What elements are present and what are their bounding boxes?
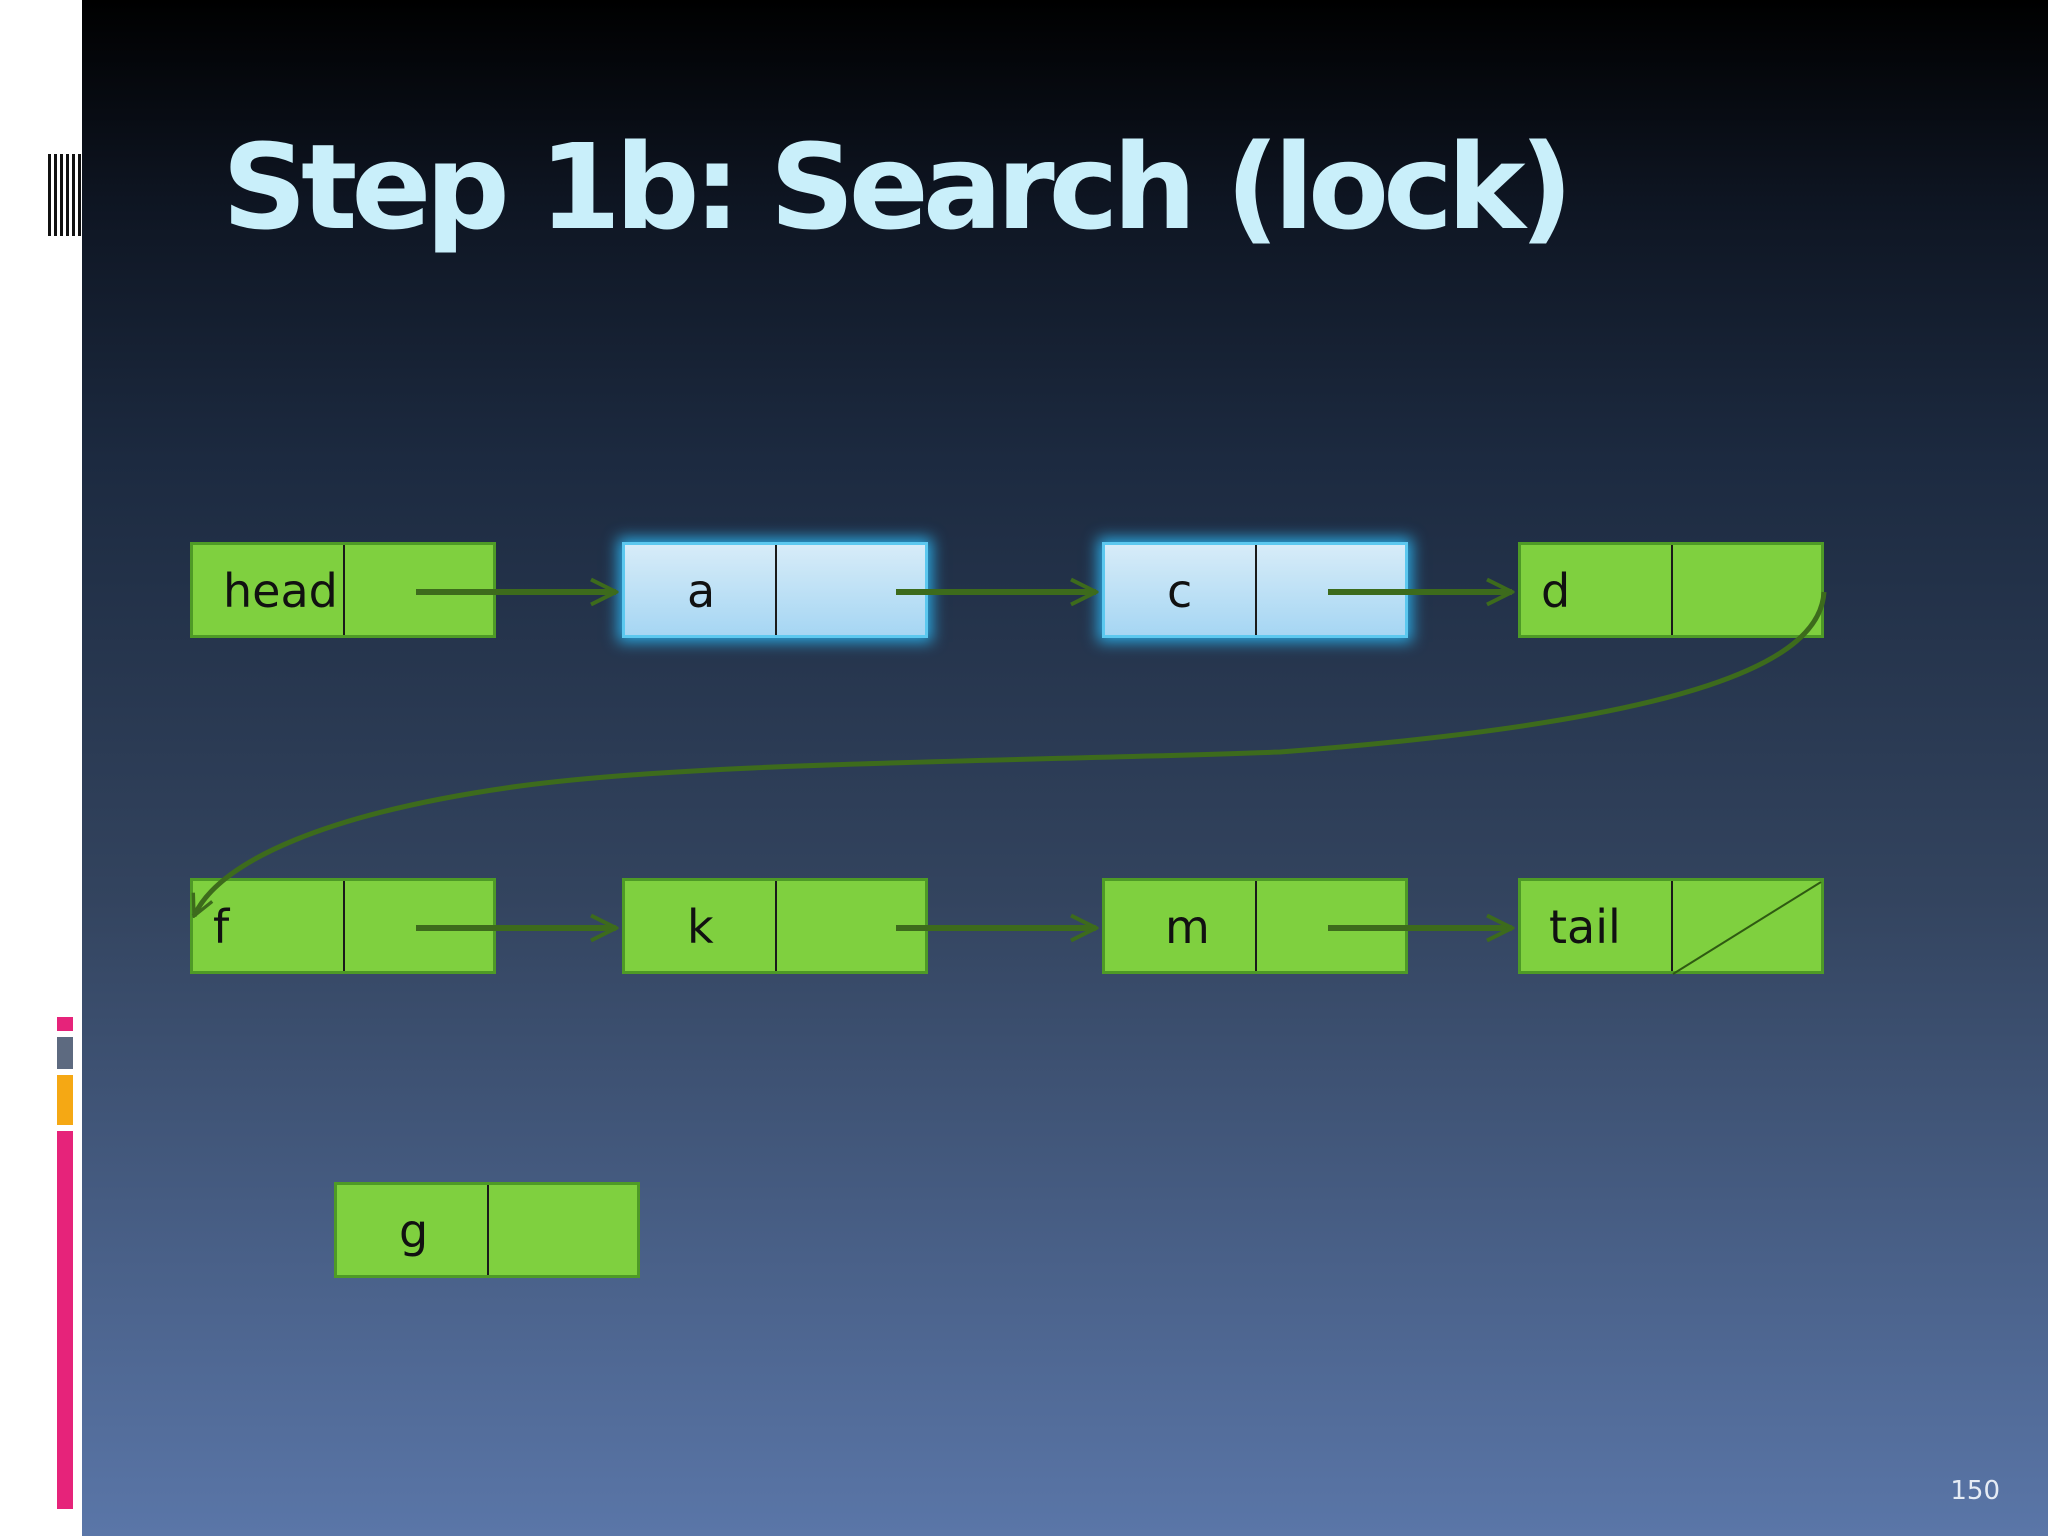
node-divider xyxy=(343,881,345,971)
node-divider xyxy=(775,545,777,635)
node-k: k xyxy=(622,878,928,974)
node-divider xyxy=(343,545,345,635)
node-divider xyxy=(1255,881,1257,971)
node-divider xyxy=(1255,545,1257,635)
page-number: 150 xyxy=(1950,1476,2000,1506)
node-label-m: m xyxy=(1165,900,1210,954)
side-bar-pink xyxy=(57,1131,73,1509)
side-bar-pink-top xyxy=(57,1017,73,1031)
side-bar-orange xyxy=(57,1075,73,1125)
node-label-head: head xyxy=(223,564,338,618)
node-label-c: c xyxy=(1167,564,1193,618)
node-divider xyxy=(487,1185,489,1275)
node-head: head xyxy=(190,542,496,638)
node-label-tail: tail xyxy=(1549,900,1621,954)
node-label-d: d xyxy=(1541,564,1571,618)
barcode-decoration xyxy=(48,154,82,236)
slide-title: Step 1b: Search (lock) xyxy=(222,118,1573,256)
node-divider xyxy=(1671,881,1673,971)
node-label-k: k xyxy=(687,900,714,954)
side-bar-grey xyxy=(57,1037,73,1069)
node-d: d xyxy=(1518,542,1824,638)
node-m: m xyxy=(1102,878,1408,974)
node-a: a xyxy=(622,542,928,638)
node-label-f: f xyxy=(213,900,230,954)
node-label-a: a xyxy=(687,564,716,618)
node-tail: tail xyxy=(1518,878,1824,974)
node-g: g xyxy=(334,1182,640,1278)
node-label-g: g xyxy=(399,1204,429,1258)
node-f: f xyxy=(190,878,496,974)
node-c: c xyxy=(1102,542,1408,638)
node-divider xyxy=(1671,545,1673,635)
node-divider xyxy=(775,881,777,971)
